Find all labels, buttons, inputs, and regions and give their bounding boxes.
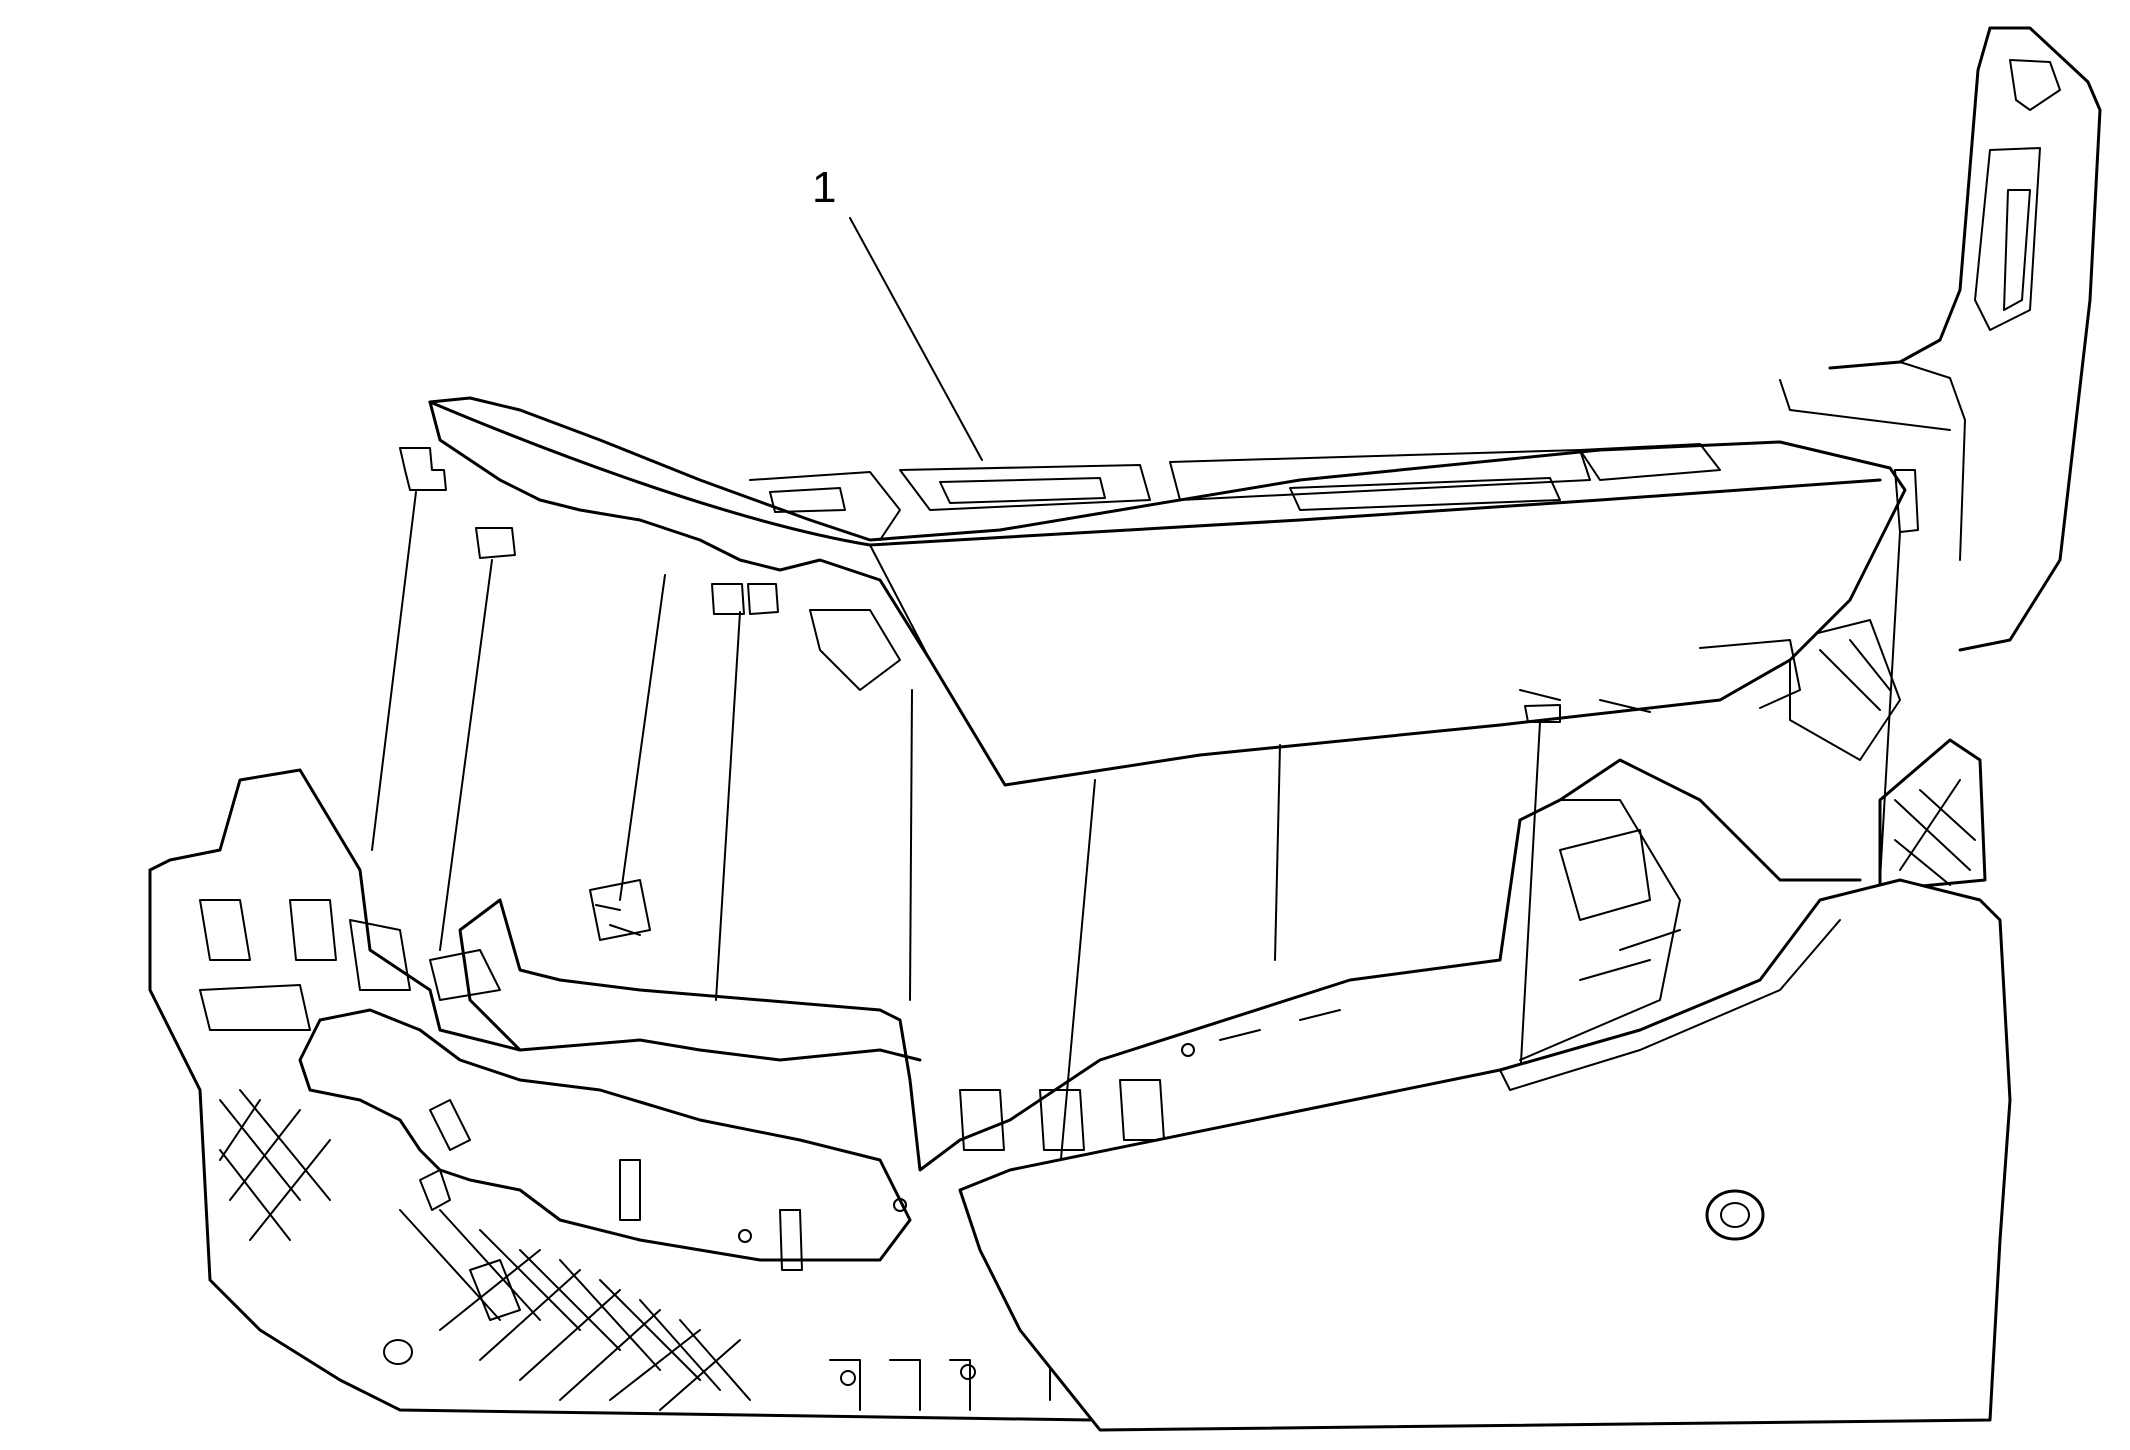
lower-side-trim — [958, 799, 2012, 1432]
console-trim-plate — [399, 396, 1919, 787]
installation-guide-lines — [371, 491, 1901, 1171]
callout-1-leader — [849, 217, 983, 461]
callout-label-1: 1 — [812, 163, 837, 212]
console-base — [148, 758, 1862, 1422]
right-side-panel — [1779, 26, 2102, 652]
right-rear-bracket — [1789, 619, 1987, 892]
